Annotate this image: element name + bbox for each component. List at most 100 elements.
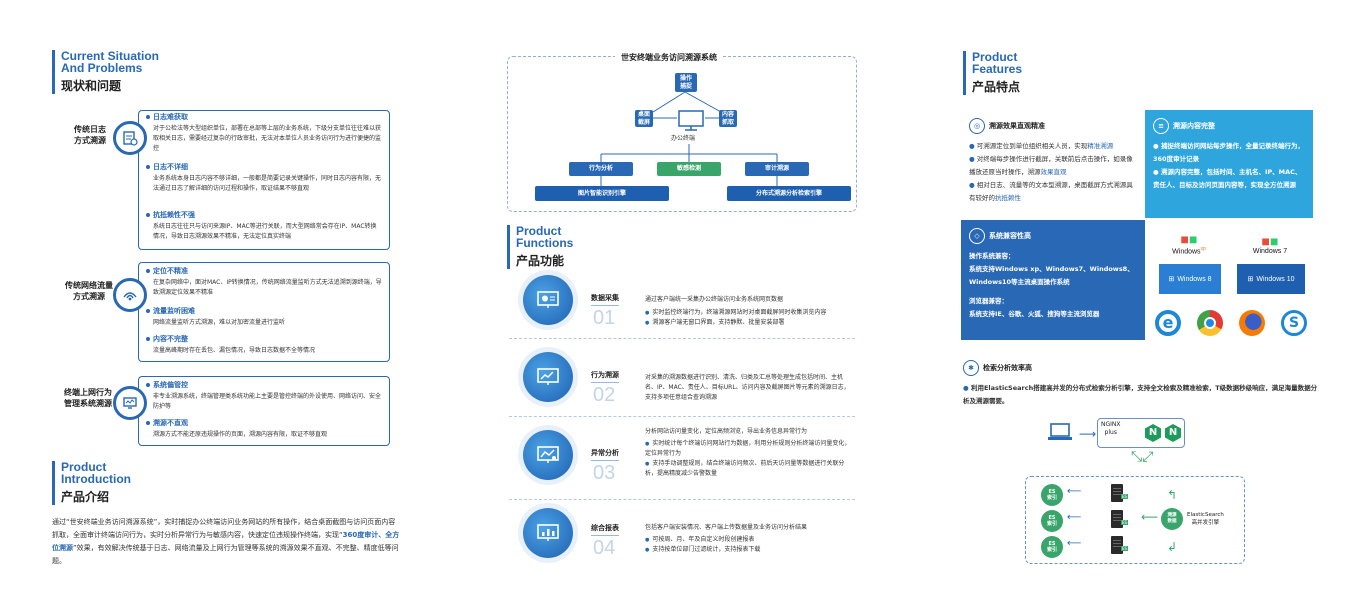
engine-label: ElasticSearch 高并发引擎 bbox=[1187, 512, 1224, 526]
arrow-left-icon: ⟵ bbox=[1067, 486, 1082, 497]
features-title-cn: 产品特点 bbox=[972, 80, 1021, 94]
function-bullet: 实时统计每个终端访问网站行为数据，利用分析规则分析终端访问量变化，定位异常行为 bbox=[645, 440, 851, 457]
function-lead: 包括客户端安装情况、客户端上传数据量及业务访问分析结果 bbox=[645, 524, 808, 531]
es-cluster-box bbox=[1025, 476, 1245, 564]
feature-compatibility: ◇系统兼容性高 操作系统兼容： 系统支持Windows xp、Windows7、… bbox=[961, 220, 1145, 340]
function-name: 异常分析 bbox=[591, 448, 619, 461]
terminal-label: 办公终端 bbox=[671, 135, 696, 142]
logo-text: Windows bbox=[1172, 248, 1201, 256]
ie-browser-icon: e bbox=[1155, 310, 1181, 336]
es-index-node: ES 索引 bbox=[1041, 536, 1063, 558]
problem-group-traffic-label: 传统网络流量 方式溯源 bbox=[65, 281, 113, 301]
bullet-dot: ● bbox=[969, 155, 977, 163]
feature-precise: ◎溯源效果直观精准 ● 可溯源定位到单位组织相关人员，实现精准溯源 ● 对终端每… bbox=[961, 110, 1145, 218]
problem-title: 溯源不直观 bbox=[153, 419, 188, 427]
nginx-label: NGINX plus bbox=[1101, 421, 1121, 436]
problem-desc: 流量高峰期时存在丢包、漏包情况，导致日志数据不全等情况 bbox=[153, 347, 316, 354]
bullet-dot: ● bbox=[645, 461, 650, 467]
function-text: 对采集的溯源数据进行识别、清洗、归类及汇总等处理生成包括时间、主机名、IP、MA… bbox=[645, 373, 853, 403]
function-text: 通过客户端统一采集办公终端访问业务系统网页数据 ●实时监控终端行为，终端溯源网站… bbox=[645, 295, 855, 328]
server-icon bbox=[1111, 510, 1123, 528]
intro-title-cn: 产品介绍 bbox=[61, 490, 110, 504]
problem-title: 抗抵赖性不强 bbox=[153, 211, 195, 219]
problem-item: 抗抵赖性不强 系统日志往往只与访问来源IP、MAC等进行关联，而大型网络常会存在… bbox=[146, 210, 382, 242]
bullet-dot: ● bbox=[1153, 168, 1161, 176]
problem-title: 日志不详细 bbox=[153, 163, 188, 171]
firefox-browser-icon bbox=[1239, 310, 1265, 336]
situation-title-en1: Current Situation bbox=[61, 49, 159, 63]
layers-icon: ≡ bbox=[1153, 118, 1169, 134]
feature-line: 溯源内容完整，包括时间、主机名、IP、MAC、责任人、目标及访问页面内容等，实现… bbox=[1153, 168, 1302, 189]
browser-text: 系统支持IE、谷歌、火狐、搜狗等主流浏览器 bbox=[969, 310, 1100, 318]
function-name: 综合报表 bbox=[591, 523, 619, 536]
function-icon-report bbox=[523, 508, 573, 558]
functions-title-cn: 产品功能 bbox=[516, 254, 565, 268]
problem-group-traffic bbox=[138, 262, 390, 362]
situation-title: Current Situation And Problems 现状和问题 bbox=[52, 50, 159, 94]
function-name: 行为溯源 bbox=[591, 370, 619, 383]
problem-item: 内容不完整 流量高峰期时存在丢包、漏包情况，导致日志数据不全等情况 bbox=[146, 334, 382, 356]
bullet-dot bbox=[146, 421, 150, 425]
windows-7-logo: ■■ Windows 7 bbox=[1241, 228, 1299, 260]
problem-group-behavior-label: 终端上网行为 管理系统溯源 bbox=[64, 388, 112, 408]
situation-title-cn: 现状和问题 bbox=[61, 79, 122, 93]
diagram-lines bbox=[600, 91, 778, 186]
os-label: 操作系统兼容： bbox=[969, 252, 1015, 260]
feature-title: 检索分析效率高 bbox=[983, 364, 1032, 372]
feature-title: 溯源内容完整 bbox=[1173, 122, 1215, 130]
problem-title: 系统偏管控 bbox=[153, 381, 188, 389]
function-name: 数据采集 bbox=[591, 293, 619, 306]
feature-complete: ≡ 溯源内容完整 ● 捕捉终端访问网站每步操作，全量记录终端行为，360度审计记录… bbox=[1145, 110, 1313, 218]
node-sensitive-detection: 敏感检测 bbox=[657, 162, 721, 176]
problem-title: 流量监听困难 bbox=[153, 307, 195, 315]
feature-efficiency: ✱检索分析效率高 ● 利用ElasticSearch搭建高并发的分布式检索分析引… bbox=[963, 360, 1319, 408]
problem-desc: 业务系统本身日志内容不够详细，一般都是简要记录关键操作，同时日志内容有限，无法通… bbox=[153, 175, 382, 192]
function-lead: 分析网站访问量变化，定位高频浏览，导出业务信息异常行为 bbox=[645, 428, 808, 435]
function-icon-anomaly-analysis bbox=[523, 430, 573, 480]
feature-line: 可溯源定位到单位组织相关人员，实现 bbox=[976, 142, 1088, 150]
feature-highlight: 抗抵赖性 bbox=[995, 194, 1021, 202]
logo-text: Windows 7 bbox=[1252, 247, 1288, 255]
feature-highlight: 精准溯源 bbox=[1087, 142, 1114, 150]
left-panel: Current Situation And Problems 现状和问题 传统日… bbox=[0, 0, 455, 615]
situation-title-en2: And Problems bbox=[61, 61, 143, 75]
windows-flag-icon: ■■ bbox=[1261, 232, 1279, 249]
bullet-dot bbox=[146, 115, 150, 119]
windows-tile-icon: ⊞ bbox=[1247, 276, 1254, 283]
function-bullet: 支持按单位部门过滤统计，支持报表下载 bbox=[652, 546, 761, 553]
sogou-browser-icon: S bbox=[1281, 310, 1307, 336]
feature-title: 系统兼容性高 bbox=[989, 232, 1031, 240]
engine-node: 溯源 数据 bbox=[1161, 508, 1183, 530]
intro-paragraph: 通过“世安终端业务访问溯源系统”，实时捕捉办公终端访问业务网站的所有操作，结合桌… bbox=[52, 516, 400, 568]
arrow-left-icon: ⟵ bbox=[1067, 512, 1082, 523]
target-icon: ◎ bbox=[969, 118, 985, 134]
problem-desc: 溯源方式不能还原违规操作的页面，溯源内容有限，取证不够直观 bbox=[153, 431, 328, 438]
problem-desc: 在复杂网络中，面对MAC、IP转换情况，传统网络流量监听方式无法追溯到源终端，导… bbox=[153, 279, 382, 296]
function-icon-behavior-trace bbox=[523, 352, 573, 402]
problem-desc: 系统日志往往只与访问来源IP、MAC等进行关联，而大型网络常会存在IP、MAC转… bbox=[153, 223, 377, 240]
diagram-line bbox=[652, 91, 686, 113]
problem-desc: 非专业溯源系统，终端管理类系统功能上主要是管控终端的外设使用、网络访问、安全防护… bbox=[153, 393, 382, 410]
engine-distributed-search: 分布式溯源分析检索引擎 bbox=[727, 186, 851, 201]
function-number: 02 bbox=[593, 384, 616, 406]
intro-text-part1: 通过“世安终端业务访问溯源系统”，实时捕捉办公终端访问业务网站的所有操作，结合桌… bbox=[52, 518, 396, 539]
problem-desc: 网络流量监听方式溯源，难以对加密流量进行监听 bbox=[153, 319, 286, 326]
feature-title: 溯源效果直观精准 bbox=[989, 122, 1045, 130]
engine-image-recognition: 图片智能识别引擎 bbox=[535, 186, 669, 201]
problem-title: 日志难获取 bbox=[153, 113, 188, 121]
bullet-dot bbox=[146, 383, 150, 387]
bullet-dot bbox=[146, 269, 150, 273]
function-lead: 通过客户端统一采集办公终端访问业务系统网页数据 bbox=[645, 296, 784, 303]
node-content-capture: 内容 抓取 bbox=[719, 110, 737, 127]
problem-group-log-label: 传统日志 方式溯源 bbox=[74, 125, 106, 145]
laptop-icon bbox=[1047, 422, 1073, 444]
bullet-dot: ● bbox=[645, 310, 650, 316]
feature-highlight: 效果直观 bbox=[1040, 168, 1067, 176]
intro-highlight: 360度审计、全方位溯源 bbox=[52, 531, 400, 552]
feature-line: 捕捉终端访问网站每步操作，全量记录终端行为，360度审计记录 bbox=[1153, 142, 1304, 163]
arrow-down-icon: ↲ bbox=[1167, 540, 1178, 554]
bullet-dot bbox=[146, 309, 150, 313]
bullet-dot: ● bbox=[963, 384, 971, 392]
middle-panel: 世安终端业务访问溯源系统 操作 捕捉 桌面 截屏 内容 抓取 办公终端 行为分析… bbox=[505, 0, 865, 615]
bullet-dot: ● bbox=[969, 142, 977, 150]
